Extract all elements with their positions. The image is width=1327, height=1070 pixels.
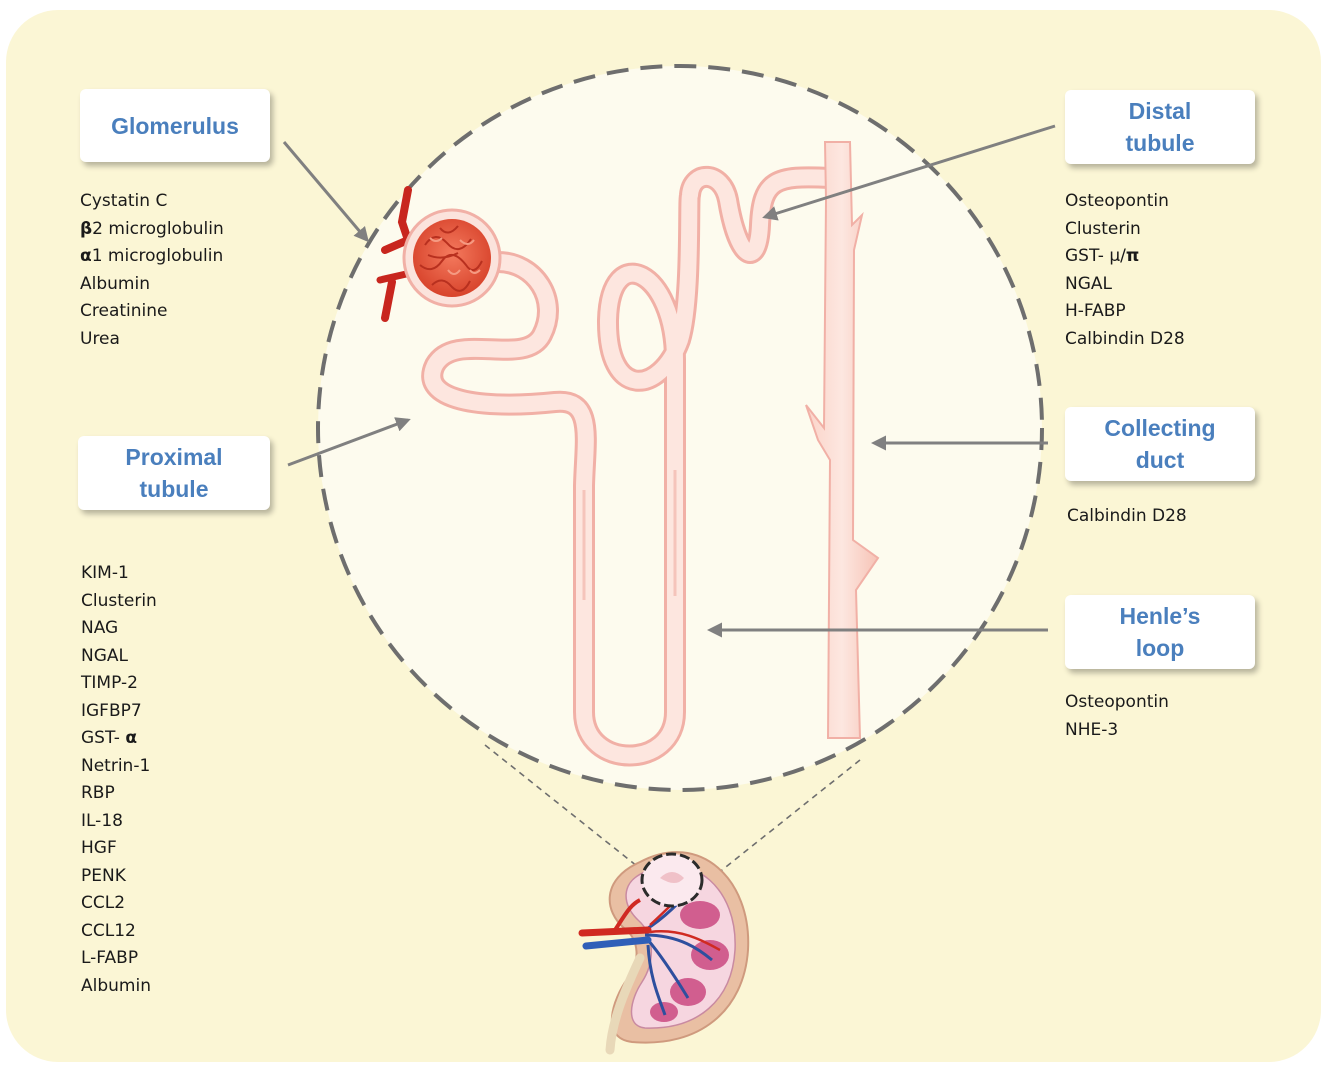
biomarker-name: NGAL: [81, 646, 128, 666]
biomarker-item: KIM-1: [81, 560, 157, 588]
biomarker-item: HGF: [81, 835, 157, 863]
biomarker-name: CCL12: [81, 921, 136, 941]
kidney-icon: [582, 852, 748, 1050]
proximal-tubule-label: Proximal tubule: [78, 436, 270, 510]
biomarker-name: Albumin: [81, 976, 151, 996]
biomarker-name: Creatinine: [80, 301, 167, 321]
collecting-duct-biomarker-list: Calbindin D28: [1067, 503, 1187, 531]
biomarker-prefix: α: [125, 728, 137, 748]
biomarker-item: IL-18: [81, 808, 157, 836]
biomarker-item: RBP: [81, 780, 157, 808]
arrow-glomerulus: [284, 142, 367, 240]
biomarker-item: α1 microglobulin: [80, 243, 224, 271]
biomarker-name: Clusterin: [81, 591, 157, 611]
biomarker-item: β2 microglobulin: [80, 216, 224, 244]
biomarker-name: Albumin: [80, 274, 150, 294]
biomarker-name: 1 microglobulin: [92, 246, 224, 266]
biomarker-name: GST-: [81, 728, 125, 748]
biomarker-item: Osteopontin: [1065, 188, 1185, 216]
biomarker-name: IGFBP7: [81, 701, 142, 721]
biomarker-item: L-FABP: [81, 945, 157, 973]
biomarker-item: Netrin-1: [81, 753, 157, 781]
biomarker-name: Clusterin: [1065, 219, 1141, 239]
biomarker-item: Clusterin: [1065, 216, 1185, 244]
biomarker-item: NHE-3: [1065, 717, 1169, 745]
biomarker-name: Netrin-1: [81, 756, 150, 776]
biomarker-name: RBP: [81, 783, 115, 803]
biomarker-name: PENK: [81, 866, 126, 886]
biomarker-name: Osteopontin: [1065, 191, 1169, 211]
biomarker-name: Urea: [80, 329, 120, 349]
henles-loop-label: Henle’s loop: [1065, 595, 1255, 669]
glomerulus-label: Glomerulus: [80, 89, 270, 162]
biomarker-name: NHE-3: [1065, 720, 1118, 740]
biomarker-name: KIM-1: [81, 563, 129, 583]
biomarker-name: H-FABP: [1065, 301, 1126, 321]
biomarker-item: NAG: [81, 615, 157, 643]
biomarker-name: GST- μ/: [1065, 246, 1126, 266]
biomarker-item: Clusterin: [81, 588, 157, 616]
biomarker-item: IGFBP7: [81, 698, 157, 726]
biomarker-name: NAG: [81, 618, 118, 638]
biomarker-item: NGAL: [81, 643, 157, 671]
biomarker-item: PENK: [81, 863, 157, 891]
biomarker-item: Calbindin D28: [1067, 503, 1187, 531]
biomarker-item: Urea: [80, 326, 224, 354]
biomarker-item: GST- μ/π: [1065, 243, 1185, 271]
biomarker-prefix: α: [80, 246, 92, 266]
biomarker-prefix: β: [80, 219, 92, 239]
biomarker-item: CCL12: [81, 918, 157, 946]
biomarker-name: Cystatin C: [80, 191, 167, 211]
biomarker-name: HGF: [81, 838, 117, 858]
biomarker-name: 2 microglobulin: [92, 219, 224, 239]
biomarker-item: Osteopontin: [1065, 689, 1169, 717]
biomarker-name: NGAL: [1065, 274, 1112, 294]
distal-tubule-label: Distal tubule: [1065, 90, 1255, 164]
biomarker-item: NGAL: [1065, 271, 1185, 299]
biomarker-item: TIMP-2: [81, 670, 157, 698]
biomarker-item: CCL2: [81, 890, 157, 918]
biomarker-item: Calbindin D28: [1065, 326, 1185, 354]
biomarker-item: H-FABP: [1065, 298, 1185, 326]
biomarker-item: Albumin: [81, 973, 157, 1001]
biomarker-name: Calbindin D28: [1067, 506, 1187, 526]
biomarker-item: GST- α: [81, 725, 157, 753]
biomarker-name: TIMP-2: [81, 673, 138, 693]
biomarker-item: Albumin: [80, 271, 224, 299]
biomarker-name: Calbindin D28: [1065, 329, 1185, 349]
biomarker-name: IL-18: [81, 811, 123, 831]
biomarker-prefix: π: [1126, 246, 1139, 266]
biomarker-name: Osteopontin: [1065, 692, 1169, 712]
biomarker-item: Cystatin C: [80, 188, 224, 216]
biomarker-item: Creatinine: [80, 298, 224, 326]
biomarker-name: CCL2: [81, 893, 125, 913]
collecting-duct-label: Collecting duct: [1065, 407, 1255, 481]
biomarker-name: L-FABP: [81, 948, 138, 968]
